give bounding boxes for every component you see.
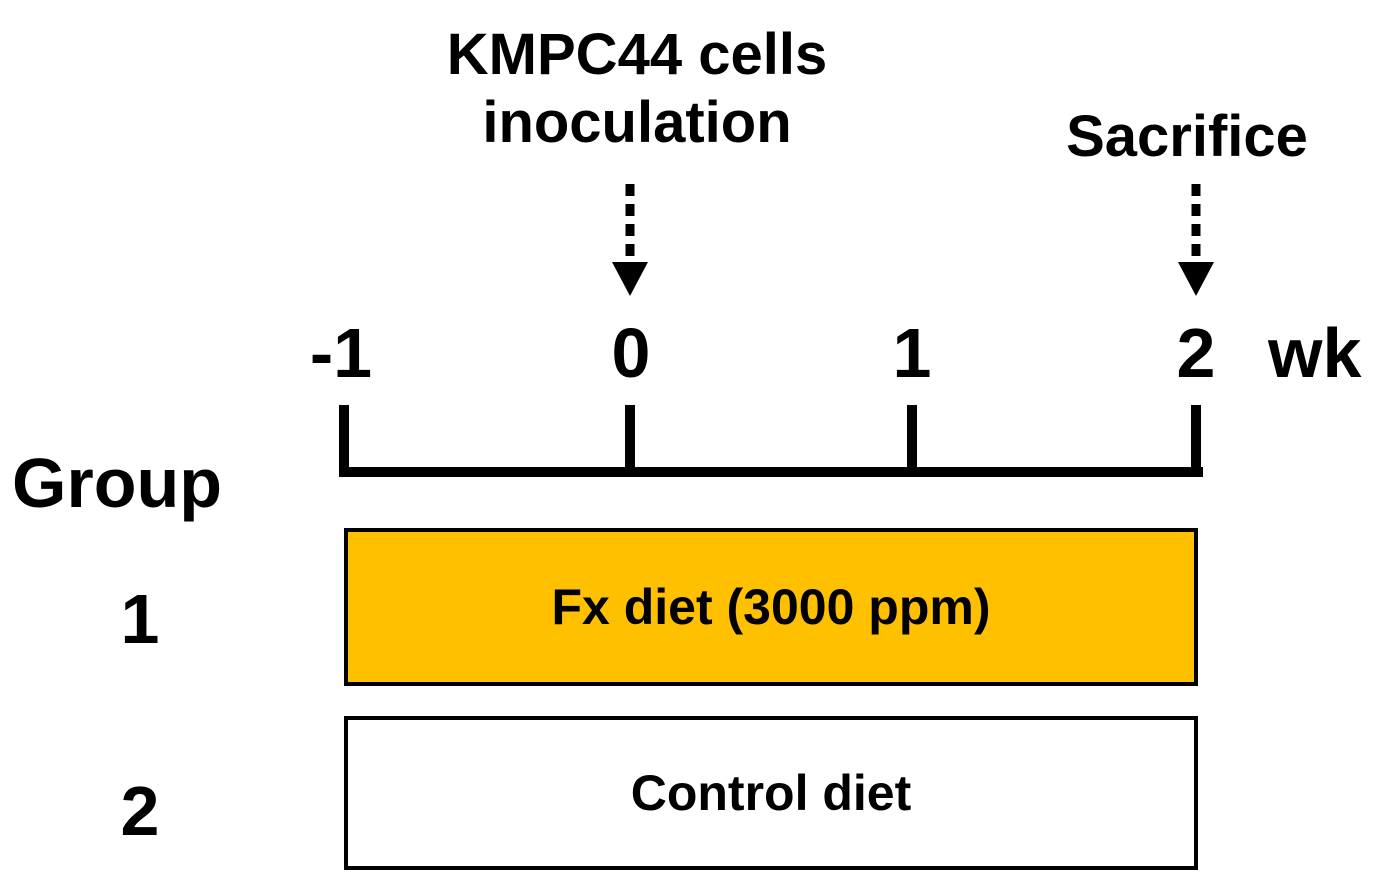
sacrifice-label: Sacrifice: [1066, 104, 1308, 169]
group-number-1: 1: [120, 580, 160, 658]
fx-diet-bar: Fx diet (3000 ppm): [344, 528, 1198, 686]
unit-label: wk: [1268, 314, 1362, 392]
tick-label-1: 1: [892, 314, 932, 392]
tick-label-2: 2: [1176, 314, 1216, 392]
inoculation-label-line1: KMPC44 cells: [446, 22, 828, 87]
control-diet-bar: Control diet: [344, 716, 1198, 870]
tick-label-0: 0: [611, 314, 651, 392]
sacrifice-dashed-arrow: [1178, 184, 1214, 296]
group-number-2: 2: [120, 772, 160, 850]
control-diet-label: Control diet: [630, 765, 912, 821]
inoculation-dashed-arrow: [612, 184, 648, 296]
group-header: Group: [12, 444, 222, 522]
fx-diet-label: Fx diet (3000 ppm): [551, 579, 991, 635]
inoculation-label: KMPC44 cells inoculation: [447, 26, 827, 152]
tick-label-minus1: -1: [309, 314, 373, 392]
inoculation-label-line2: inoculation: [482, 90, 792, 155]
